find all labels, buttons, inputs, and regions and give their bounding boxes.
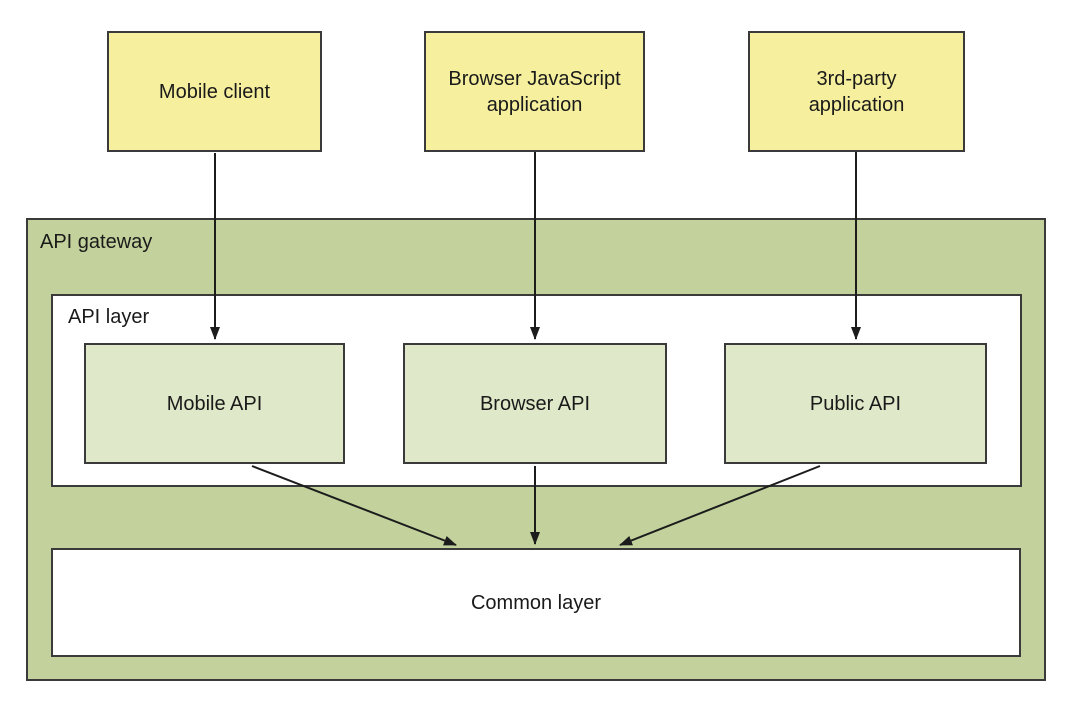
- node-label: Mobile client: [158, 80, 271, 103]
- node-label: Public API: [809, 392, 902, 415]
- node-mobile-api: Mobile API: [84, 343, 345, 464]
- api-layer-label: API layer: [68, 306, 150, 328]
- node-public-api: Public API: [724, 343, 987, 464]
- node-browser-javascript-application: Browser JavaScript application: [424, 31, 645, 152]
- node-common-layer: Common layer: [51, 548, 1021, 657]
- node-browser-api: Browser API: [403, 343, 667, 464]
- api-gateway-label: API gateway: [40, 231, 153, 253]
- node-label: Browser JavaScript application: [448, 67, 621, 116]
- node-label: Mobile API: [166, 392, 263, 415]
- node-3rd-party-application: 3rd-party application: [748, 31, 965, 152]
- node-label: Common layer: [470, 591, 602, 614]
- node-mobile-client: Mobile client: [107, 31, 322, 152]
- node-label: Browser API: [479, 392, 591, 415]
- node-label: 3rd-party application: [808, 67, 905, 116]
